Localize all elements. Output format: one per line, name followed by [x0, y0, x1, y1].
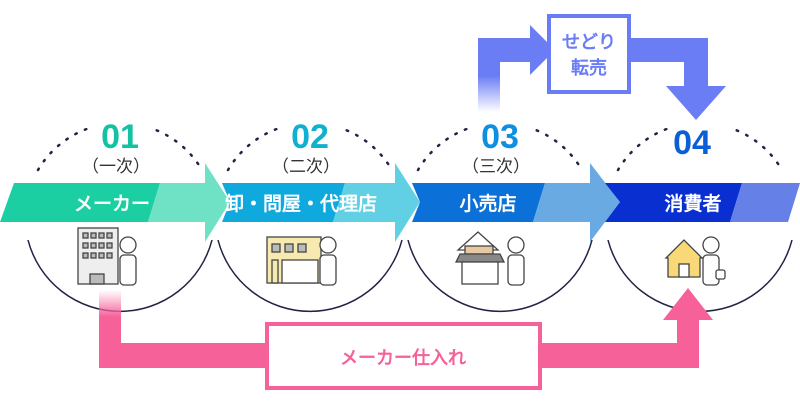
person-icon-4	[702, 236, 726, 286]
person-icon-2	[319, 236, 337, 286]
person-icon-3	[507, 236, 525, 286]
stage-label-1: メーカー	[74, 193, 150, 215]
stage-sub-3: （三次）	[462, 157, 530, 177]
house-icon	[664, 239, 704, 278]
stage-sub-2: （二次）	[272, 157, 340, 177]
resale-arrow: せどり 転売	[478, 14, 726, 120]
person-icons	[119, 236, 726, 286]
circle-2	[217, 121, 403, 312]
shop-icon	[454, 231, 506, 285]
stage-label-4: 消費者	[664, 192, 721, 215]
maker-purchase-arrow: メーカー仕入れ	[99, 288, 713, 390]
stage-sub-1: （一次）	[82, 157, 150, 177]
resale-label-2: 転売	[571, 57, 607, 79]
stage-label-3: 小売店	[459, 192, 516, 215]
stage-number-1: 01	[101, 118, 139, 156]
maker-purchase-box	[265, 322, 542, 390]
building-icon	[77, 227, 119, 285]
stage-number-2: 02	[291, 118, 329, 156]
stage-label-2: 卸・問屋・代理店	[225, 192, 377, 215]
resale-label-1: せどり	[562, 32, 616, 53]
stage-number-3: 03	[481, 118, 519, 156]
maker-purchase-label: メーカー仕入れ	[340, 347, 466, 369]
resale-box	[547, 14, 631, 94]
warehouse-icon	[266, 236, 322, 284]
stage-number-4: 04	[673, 124, 711, 162]
person-icon-1	[119, 236, 137, 286]
circle-3	[407, 121, 593, 312]
flow-band	[0, 163, 800, 242]
